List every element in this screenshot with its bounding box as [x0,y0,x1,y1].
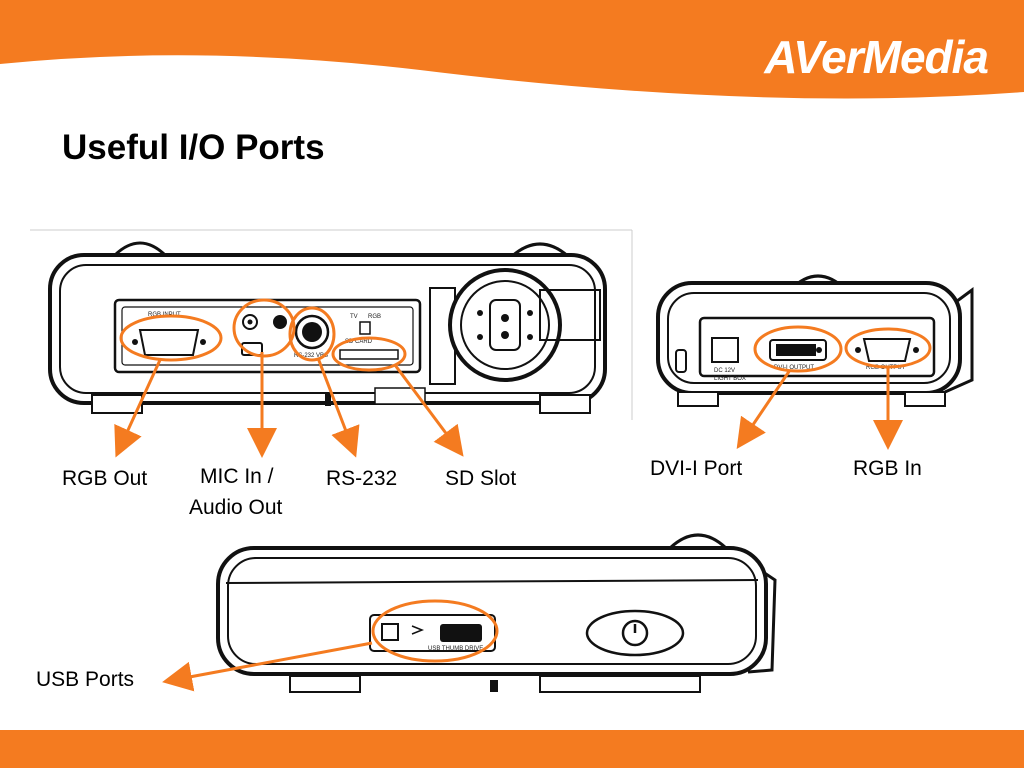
arrow-dvi-port [736,369,792,449]
label-audio-out: Audio Out [189,496,283,519]
label-rgb-out: RGB Out [62,467,148,490]
arrow-rs232 [316,357,360,458]
usb-ports-highlight [371,599,499,663]
dvi-port-highlight [753,325,843,373]
label-mic-in: MIC In / [200,465,274,488]
arrow-sd-slot [393,364,464,457]
dvi-output-text: DVI-I OUTPUT [774,365,814,371]
side-view-device: DC 12V LIGHT BOX DVI-I OUTPUT RGB OUTPUT [656,274,974,407]
tv-text: TV [350,314,358,320]
sd-slot-highlight [331,336,407,372]
label-rs232: RS-232 [326,467,398,490]
rgb-out-highlight [119,314,223,362]
label-sd-slot: SD Slot [445,467,517,490]
bottom-bar [0,730,1024,768]
front-highlights [371,599,499,663]
mic-audio-highlight [232,298,296,358]
rs232-highlight [288,306,336,362]
label-dvi-port: DVI-I Port [650,457,743,480]
rgb-switch-text: RGB [368,314,381,320]
page-title: Useful I/O Ports [62,128,325,167]
sd-card-text: SD CARD [345,339,373,345]
dc12v-text: DC 12V [714,368,735,374]
header-band [0,0,1024,99]
avermedia-logo: AVerMedia [764,31,989,83]
front-view-device: USB THUMB DRIVE [216,533,777,693]
label-usb-ports: USB Ports [36,668,135,691]
rs232-vbs-text: RS-232 VBS [294,353,328,359]
light-box-text: LIGHT BOX [714,376,746,382]
callout-arrows [114,352,903,692]
label-rgb-in: RGB In [853,457,922,480]
rear-highlights [119,298,407,372]
arrow-usb-ports [162,641,373,692]
usb-thumb-drive-text: USB THUMB DRIVE [428,646,483,652]
arrow-rgb-out [114,359,162,458]
rear-view-device: RGB INPUT RS-232 VBS TV RGB SD CARD [30,229,633,420]
